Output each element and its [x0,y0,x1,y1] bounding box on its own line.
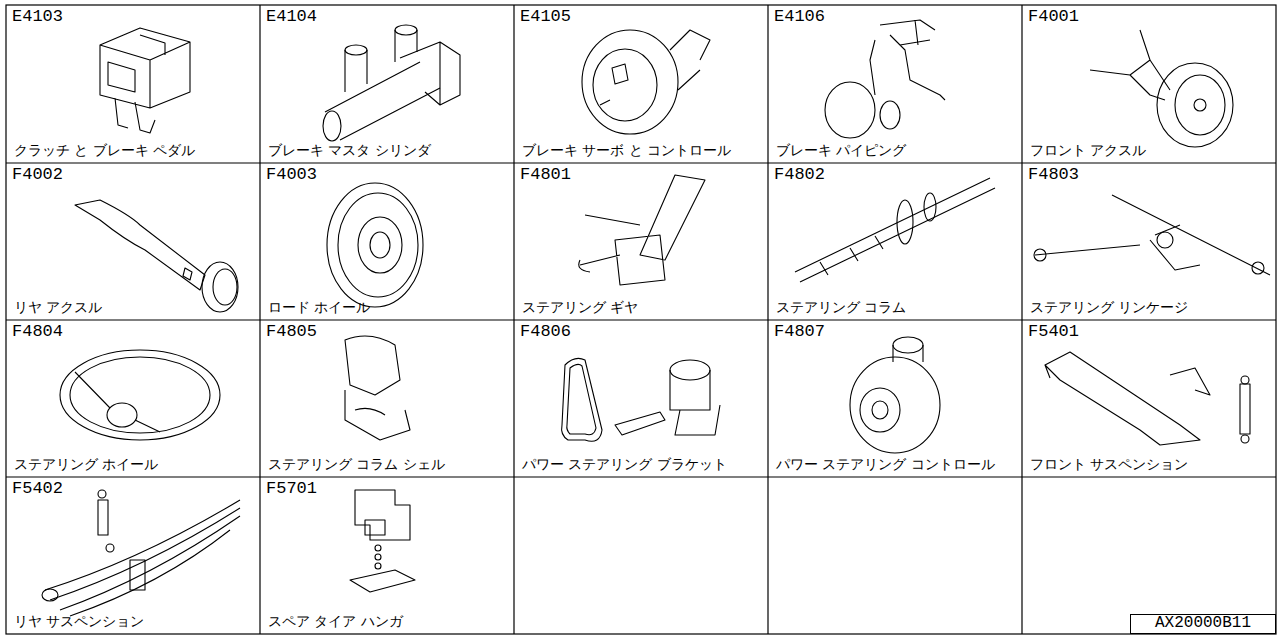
section-code: F4001 [1028,8,1079,27]
section-code: F4803 [1028,166,1079,185]
part-group-name: ブレーキ パイピング [776,143,906,158]
catalog-cell: F4001 フロント アクスル [1022,5,1276,163]
section-code: F4802 [774,166,825,185]
section-code: E4103 [12,8,63,27]
part-group-name: ステアリング コラム [776,300,906,315]
catalog-cell: F4807 パワー ステアリング コントロール [768,320,1022,477]
part-group-name: スペア タイア ハンガ [268,614,403,629]
part-group-name: パワー ステアリング ブラケット [522,457,727,472]
catalog-cell: F4802 ステアリング コラム [768,163,1022,320]
part-group-name: ブレーキ マスタ シリンダ [268,143,431,158]
part-group-name: ステアリング コラム シェル [268,457,445,472]
part-drawings [42,20,1270,616]
catalog-cell: F4002 リヤ アクスル [6,163,260,320]
section-code: F4003 [266,166,317,185]
section-code: F4804 [12,323,63,342]
part-group-name: パワー ステアリング コントロール [776,457,995,472]
catalog-cell: E4103 クラッチ と ブレーキ ペダル [6,5,260,163]
section-code: F4806 [520,323,571,342]
catalog-cell: F5401 フロント サスペンション [1022,320,1276,477]
part-group-name: ブレーキ サーボ と コントロール [522,143,731,158]
drawing-number: AX20000B11 [1155,615,1251,633]
catalog-cell: F4003 ロード ホイール [260,163,514,320]
catalog-cell: F4804 ステアリング ホイール [6,320,260,477]
section-code: F5402 [12,480,63,499]
section-code: E4106 [774,8,825,27]
section-code: E4104 [266,8,317,27]
catalog-cell: E4105 ブレーキ サーボ と コントロール [514,5,768,163]
catalog-cell: E4104 ブレーキ マスタ シリンダ [260,5,514,163]
section-code: F4807 [774,323,825,342]
part-group-name: ステアリング ギヤ [522,300,638,315]
section-code: F5701 [266,480,317,499]
catalog-cell: F4806 パワー ステアリング ブラケット [514,320,768,477]
section-code: F4805 [266,323,317,342]
section-code: E4105 [520,8,571,27]
drawing-number-box: AX20000B11 [1130,614,1276,634]
catalog-cell: F4803 ステアリング リンケージ [1022,163,1276,320]
section-code: F4002 [12,166,63,185]
part-group-name: ステアリング リンケージ [1030,300,1188,315]
part-group-name: クラッチ と ブレーキ ペダル [14,143,195,158]
catalog-cell: F4805 ステアリング コラム シェル [260,320,514,477]
part-group-name: ロード ホイール [268,300,370,315]
part-group-name: リヤ サスペンション [14,614,144,629]
catalog-cell: E4106 ブレーキ パイピング [768,5,1022,163]
part-group-name: フロント アクスル [1030,143,1146,158]
catalog-cell: F5402 リヤ サスペンション [6,477,260,634]
part-group-name: リヤ アクスル [14,300,102,315]
part-group-name: フロント サスペンション [1030,457,1188,472]
grid-lines [6,5,1276,634]
section-code: F4801 [520,166,571,185]
catalog-cell: F4801 ステアリング ギヤ [514,163,768,320]
part-group-name: ステアリング ホイール [14,457,158,472]
section-code: F5401 [1028,323,1079,342]
catalog-cell: F5701 スペア タイア ハンガ [260,477,514,634]
